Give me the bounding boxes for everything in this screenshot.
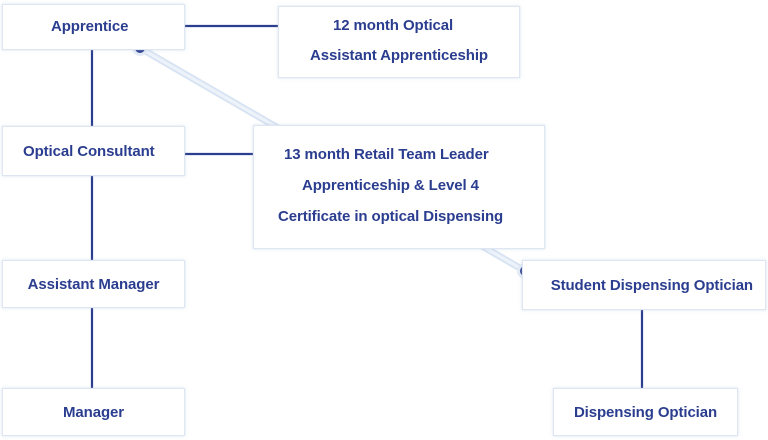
node-optical-consultant: Optical Consultant: [2, 126, 185, 176]
node-assistant-manager: Assistant Manager: [2, 260, 185, 308]
programme-optical-assistant-line-2: Assistant Apprenticeship: [310, 47, 488, 64]
node-student-dispensing-optician-label: Student Dispensing Optician: [550, 276, 753, 294]
node-optical-assistant-apprenticeship: 12 month Optical Assistant Apprenticeshi…: [278, 6, 520, 78]
node-assistant-manager-label: Assistant Manager: [27, 275, 160, 293]
node-student-dispensing-optician: Student Dispensing Optician: [522, 260, 766, 310]
programme-optical-assistant-line-1: 12 month Optical: [333, 17, 454, 34]
node-optical-consultant-label: Optical Consultant: [23, 142, 155, 160]
node-dispensing-optician-label: Dispensing Optician: [573, 403, 718, 421]
programme-team-leader-line-1: 13 month Retail Team Leader: [284, 146, 489, 163]
node-manager: Manager: [2, 388, 185, 436]
node-apprentice: Apprentice: [2, 4, 185, 50]
programme-team-leader-line-3: Certificate in optical Dispensing: [278, 208, 504, 225]
programme-team-leader-line-2: Apprenticeship & Level 4: [302, 177, 479, 194]
node-apprentice-label: Apprentice: [51, 18, 129, 35]
node-retail-team-leader-apprenticeship: 13 month Retail Team Leader Apprenticesh…: [253, 125, 545, 249]
node-dispensing-optician: Dispensing Optician: [553, 388, 738, 436]
node-manager-label: Manager: [63, 403, 124, 421]
